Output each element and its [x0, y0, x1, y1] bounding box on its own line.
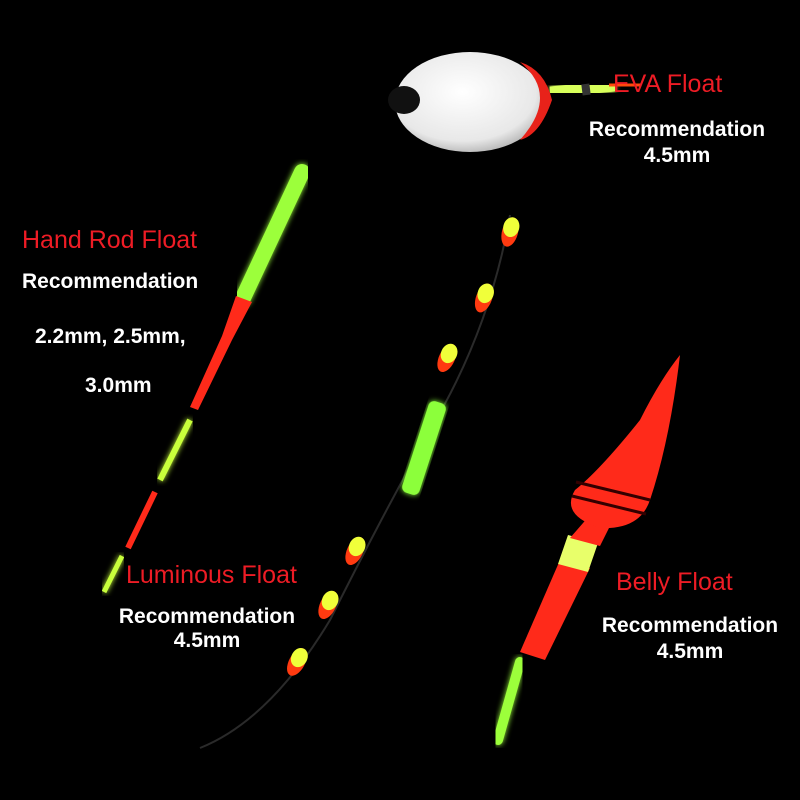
belly-float-title: Belly Float	[616, 568, 733, 596]
eva-size: 4.5mm	[643, 144, 711, 167]
hand-rod-sizes-line2: 3.0mm	[85, 374, 152, 397]
bead-chain	[287, 217, 520, 676]
luminous-float-title: Luminous Float	[126, 561, 297, 589]
luminous-float	[199, 214, 520, 749]
luminous-size: 4.5mm	[173, 629, 241, 652]
hand-rod-sizes-line1: 2.2mm, 2.5mm,	[35, 325, 186, 348]
hand-rod-float-title: Hand Rod Float	[22, 226, 198, 254]
hand-rod-float	[101, 164, 310, 594]
eva-float	[388, 52, 644, 152]
belly-float	[493, 355, 680, 745]
eva-recommendation-label: Recommendation	[588, 118, 766, 141]
belly-recommendation-label: Recommendation	[601, 614, 779, 637]
eva-float-title: EVA Float	[613, 70, 723, 98]
belly-size: 4.5mm	[656, 640, 724, 663]
hand-rod-recommendation-label: Recommendation	[22, 270, 199, 293]
luminous-recommendation-label: Recommendation	[118, 605, 296, 628]
